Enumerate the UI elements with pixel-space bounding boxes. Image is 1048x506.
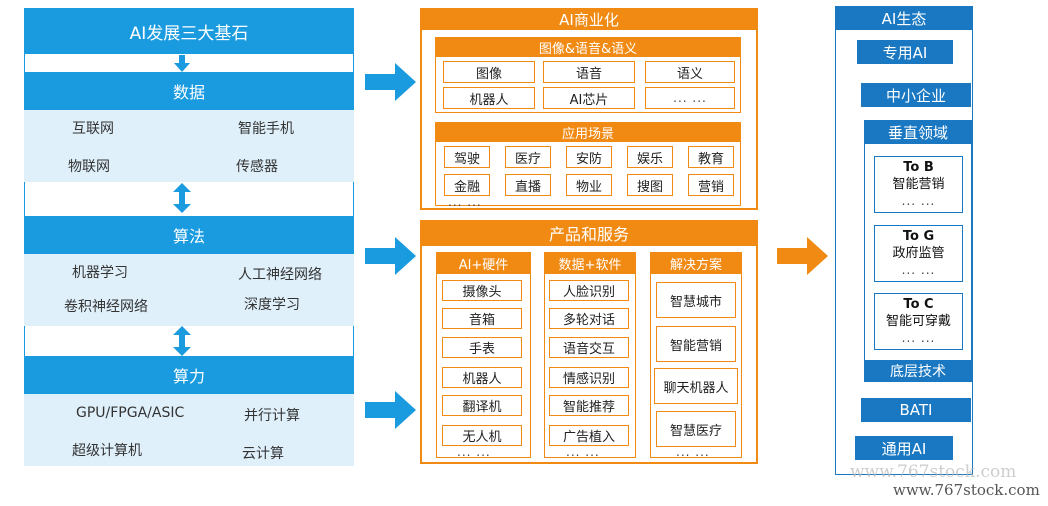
dedicated-ai-block: 专用AI: [857, 40, 953, 64]
solution-item: 智慧医疗: [656, 411, 736, 447]
products-title: 产品和服务: [420, 220, 758, 246]
scene-item: 娱乐: [627, 146, 673, 168]
solutions-header: 解决方案: [650, 252, 742, 274]
software-item: 情感识别: [549, 367, 629, 388]
tech-item-robot: 机器人: [443, 87, 535, 109]
tech-item-more: ... ...: [645, 87, 735, 109]
compute-item-cloud: 云计算: [242, 446, 284, 462]
hardware-item: 手表: [442, 337, 522, 358]
software-item: 广告植入: [549, 425, 629, 446]
to-b-label: To B: [903, 160, 934, 175]
scene-item: 直播: [505, 174, 551, 196]
arrow-right-icon: [777, 237, 828, 275]
solution-item: 聊天机器人: [654, 368, 738, 404]
compute-item-supercomputer: 超级计算机: [72, 443, 142, 459]
software-item: 语音交互: [549, 337, 629, 358]
vertical-domain-header: 垂直领域: [864, 120, 972, 144]
data-item-smartphone: 智能手机: [238, 121, 294, 137]
tech-group-header: 图像&语音&语义: [435, 37, 741, 57]
hardware-item: 无人机: [442, 425, 522, 446]
to-g-more: ... ...: [901, 263, 936, 277]
scene-item: 物业: [566, 174, 612, 196]
tech-item-ai-chip: AI芯片: [543, 87, 635, 109]
scene-item: 营销: [688, 174, 734, 196]
scenes-more: ... ...: [448, 195, 482, 209]
software-header: 数据+软件: [544, 252, 636, 274]
smb-block: 中小企业: [861, 83, 971, 107]
hardware-more: ... ...: [457, 445, 491, 459]
scene-item: 医疗: [505, 146, 551, 168]
hardware-item: 翻译机: [442, 395, 522, 416]
watermark-text: www.767stock.com: [850, 462, 1017, 482]
base-tech-footer: 底层技术: [864, 360, 972, 382]
solution-item: 智能营销: [656, 326, 736, 362]
hardware-item: 音箱: [442, 308, 522, 329]
arrow-down-icon: [174, 55, 190, 72]
arrow-right-icon: [365, 63, 416, 101]
to-g-label: To G: [902, 229, 935, 244]
bati-block: BATI: [861, 398, 971, 422]
solutions-more: ... ...: [676, 445, 710, 459]
arrow-right-icon: [365, 391, 416, 429]
algorithm-item-ml: 机器学习: [72, 265, 128, 281]
scenes-group-header: 应用场景: [435, 122, 741, 142]
scene-item: 教育: [688, 146, 734, 168]
tech-item-semantics: 语义: [645, 61, 735, 83]
hardware-header: AI+硬件: [436, 252, 531, 274]
data-item-sensor: 传感器: [236, 159, 278, 175]
watermark-text: www.767stock.com: [893, 481, 1040, 499]
software-item: 多轮对话: [549, 308, 629, 329]
data-item-iot: 物联网: [68, 159, 110, 175]
compute-items-box: GPU/FPGA/ASIC 并行计算 超级计算机 云计算: [24, 394, 354, 466]
software-item: 智能推荐: [549, 395, 629, 416]
to-b-card: To B 智能营销 ... ...: [874, 156, 963, 213]
data-header: 数据: [24, 72, 354, 110]
scene-item: 驾驶: [444, 146, 490, 168]
software-item: 人脸识别: [549, 280, 629, 301]
double-arrow-icon: [173, 326, 191, 356]
to-g-body: 政府监管: [892, 246, 945, 261]
to-c-label: To C: [903, 297, 934, 312]
algorithm-item-ann: 人工神经网络: [238, 267, 322, 283]
to-c-more: ... ...: [901, 331, 936, 345]
scene-item: 安防: [566, 146, 612, 168]
algorithm-items-box: 机器学习 人工神经网络 卷积神经网络 深度学习: [24, 254, 354, 326]
algorithm-header: 算法: [24, 216, 354, 254]
compute-item-parallel: 并行计算: [244, 408, 300, 424]
tech-item-voice: 语音: [543, 61, 635, 83]
to-g-card: To G 政府监管 ... ...: [874, 225, 963, 282]
solution-item: 智慧城市: [656, 282, 736, 318]
scene-item: 金融: [444, 174, 490, 196]
to-c-card: To C 智能可穿戴 ... ...: [874, 293, 963, 350]
hardware-item: 机器人: [442, 367, 522, 388]
to-b-body: 智能营销: [892, 177, 945, 192]
algorithm-item-cnn: 卷积神经网络: [64, 299, 148, 315]
scene-item: 搜图: [627, 174, 673, 196]
to-c-body: 智能可穿戴: [885, 314, 951, 329]
compute-header: 算力: [24, 356, 354, 394]
general-ai-block: 通用AI: [855, 436, 953, 460]
data-items-box: 互联网 智能手机 物联网 传感器: [24, 110, 354, 182]
to-b-more: ... ...: [901, 194, 936, 208]
tech-item-image: 图像: [443, 61, 535, 83]
double-arrow-icon: [173, 183, 191, 213]
commercialization-title: AI商业化: [420, 8, 758, 30]
arrow-right-icon: [365, 237, 416, 275]
compute-item-chips: GPU/FPGA/ASIC: [76, 405, 185, 421]
foundations-title: AI发展三大基石: [24, 8, 354, 54]
hardware-item: 摄像头: [442, 280, 522, 301]
data-item-internet: 互联网: [72, 121, 114, 137]
software-more: ... ...: [566, 445, 600, 459]
algorithm-item-dl: 深度学习: [244, 297, 300, 313]
ecosystem-title: AI生态: [835, 6, 973, 30]
